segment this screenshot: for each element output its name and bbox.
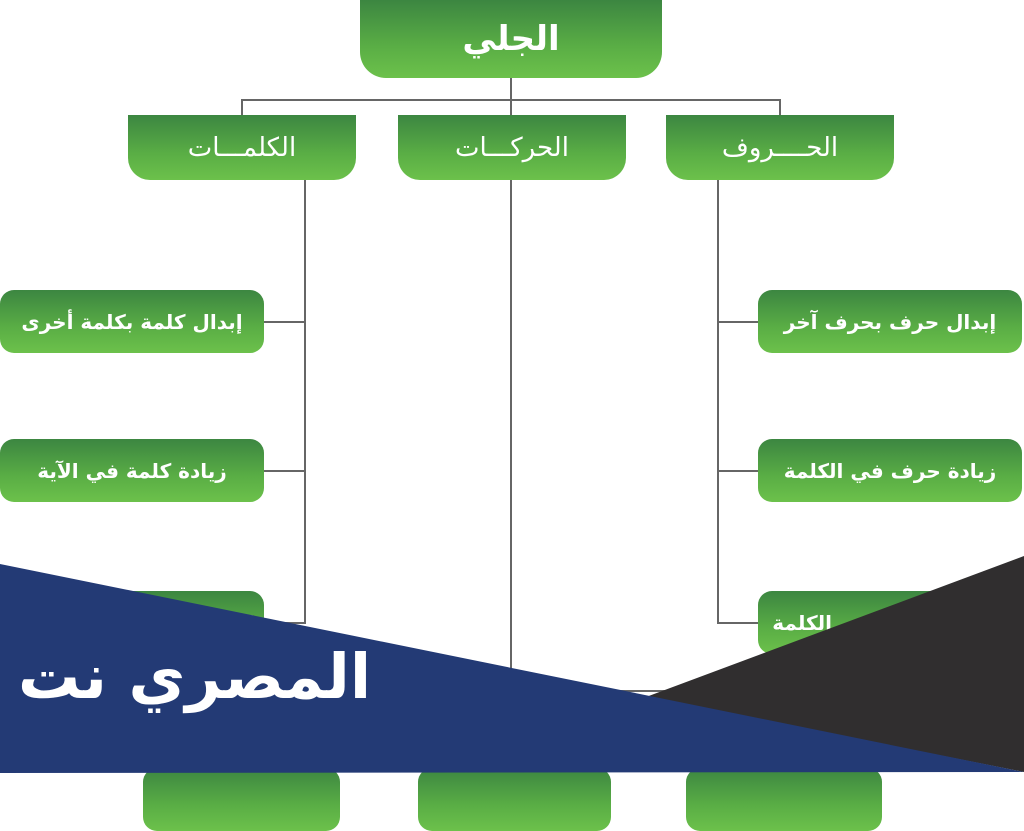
leaf-node: إبدال حرف بحرف آخر <box>758 290 1022 353</box>
connector <box>717 622 759 624</box>
leaf-node: زيادة حرف في الكلمة <box>758 439 1022 502</box>
connector <box>717 180 719 624</box>
leaf-node: زيادة كلمة في الآية <box>0 439 264 502</box>
connector <box>510 180 512 692</box>
root-node: الجلي <box>360 0 662 78</box>
leaf-node: إبدال كلمة بكلمة أخرى <box>0 290 264 353</box>
branch-letters: الحــــروف <box>666 115 894 180</box>
branch-vowels: الحركـــات <box>398 115 626 180</box>
banner-dark-triangle <box>646 556 1024 772</box>
connector <box>264 321 306 323</box>
branch-words: الكلمـــات <box>128 115 356 180</box>
banner-blue-triangle <box>0 564 1024 773</box>
leaf-node <box>143 768 340 831</box>
leaf-node <box>418 768 611 831</box>
connector <box>717 470 759 472</box>
connector <box>241 99 243 115</box>
watermark-banner <box>0 556 1024 773</box>
connector <box>264 470 306 472</box>
connector <box>510 78 512 115</box>
watermark-logo: المصري نت <box>18 640 372 713</box>
connector <box>779 99 781 115</box>
connector <box>241 99 781 101</box>
connector <box>717 321 759 323</box>
leaf-node <box>686 768 882 831</box>
connector <box>304 180 306 624</box>
